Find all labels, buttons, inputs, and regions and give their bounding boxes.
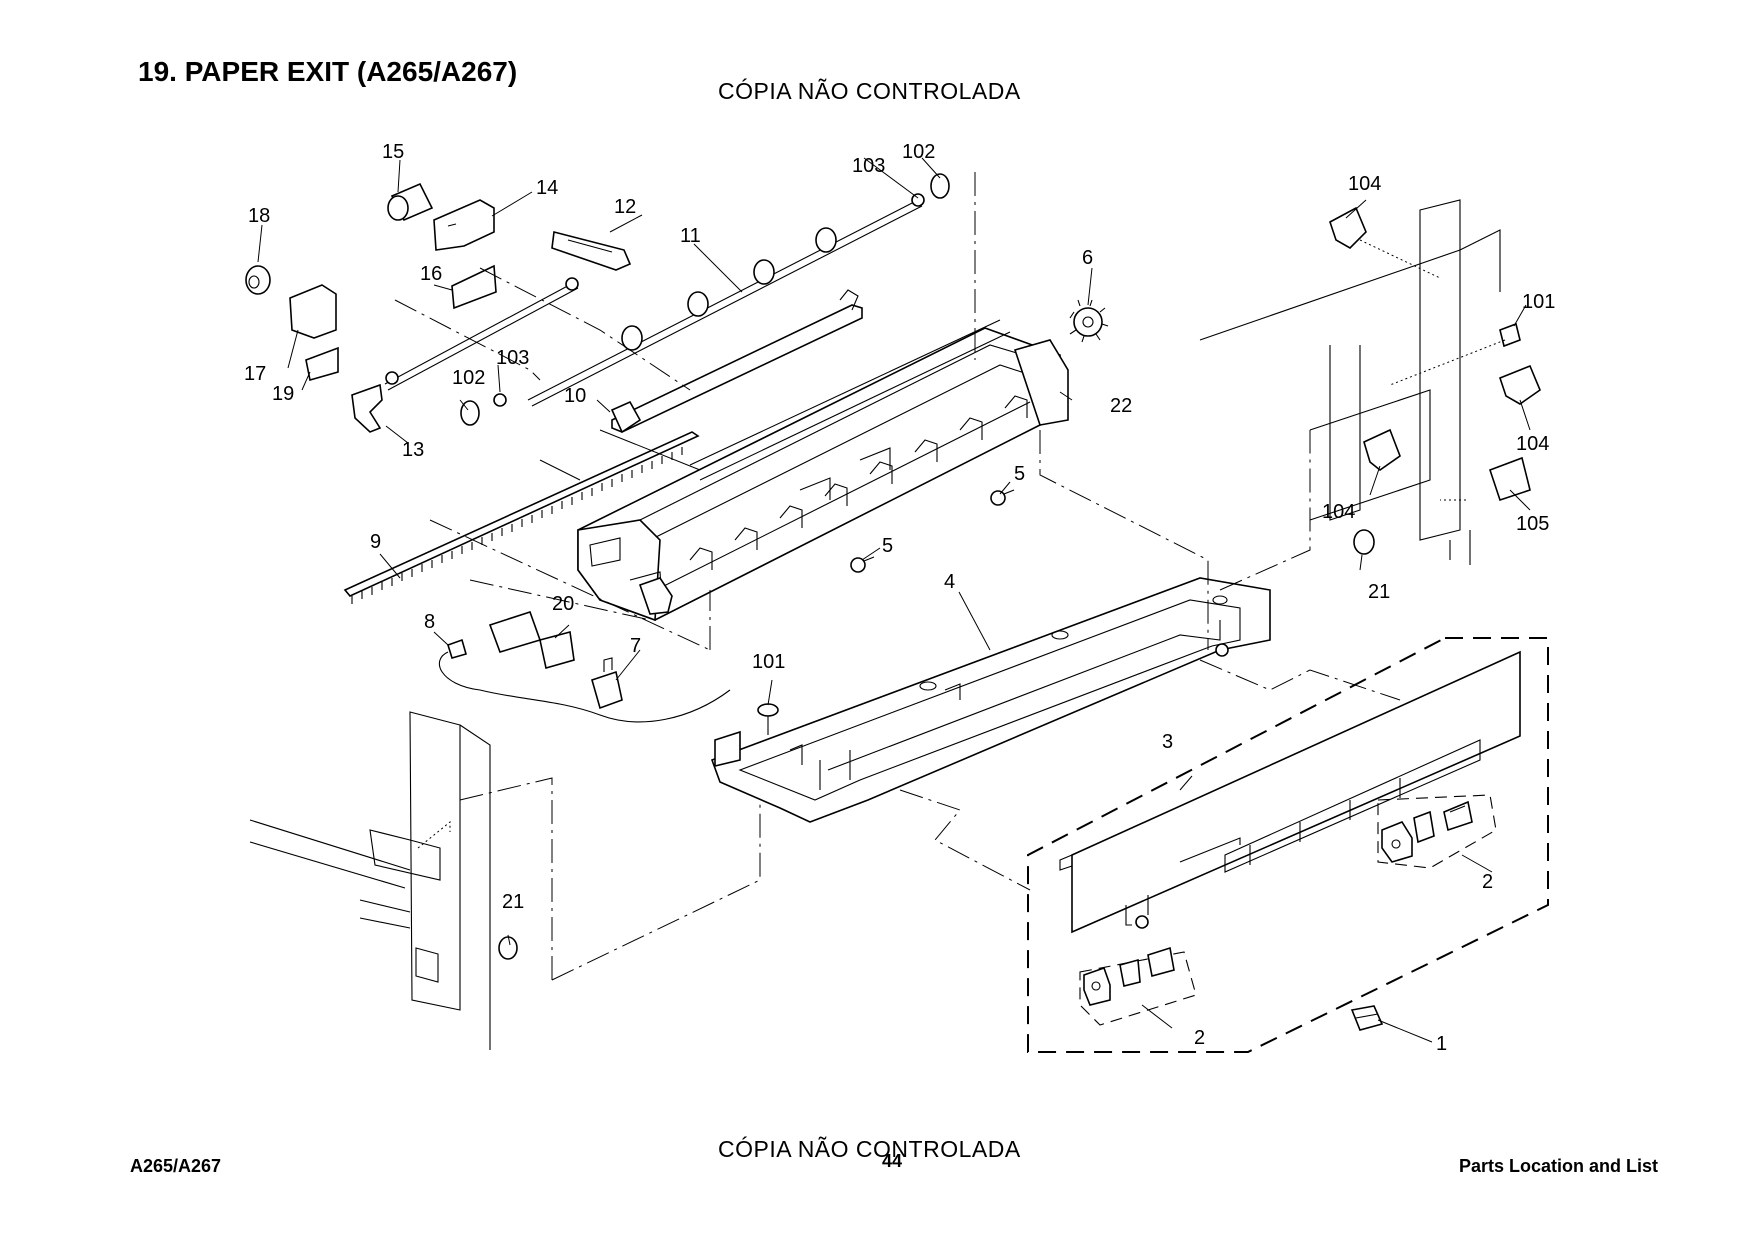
callout-3: 3 (1162, 731, 1173, 753)
reference-line (1039, 430, 1209, 650)
leader-lines (257, 157, 1531, 1043)
reference-line (459, 777, 761, 981)
callout-104: 104 (1322, 501, 1355, 523)
part-9-brush (343, 431, 700, 604)
callout-20: 20 (552, 593, 574, 615)
callout-104: 104 (1348, 173, 1381, 195)
part-6-gear (1069, 299, 1109, 343)
part-103-e-ring-upper (911, 193, 925, 207)
left-side-frame (249, 711, 491, 1050)
part-22-exit-unit (577, 319, 1069, 622)
part-14-bracket (433, 199, 495, 251)
callout-1: 1 (1436, 1033, 1447, 1055)
watermark-top: CÓPIA NÃO CONTROLADA (718, 78, 1021, 104)
callout-101: 101 (1522, 291, 1555, 313)
part-10-guide (610, 289, 863, 434)
part-15-bushing (387, 182, 434, 222)
callout-4: 4 (944, 571, 955, 593)
part-104-clip-upper (1329, 206, 1367, 249)
part-16-plate (451, 264, 497, 310)
callout-103: 103 (496, 347, 529, 369)
footer-model: A265/A267 (130, 1156, 222, 1176)
part-104-clip-middle (1363, 428, 1401, 471)
part-101-screw-lower (757, 703, 779, 735)
callout-8: 8 (424, 611, 435, 633)
part-21-roller-right (1353, 529, 1375, 555)
reference-line (1219, 430, 1311, 591)
reference-line (394, 267, 691, 391)
callout-21: 21 (1368, 581, 1390, 603)
callout-6: 6 (1082, 247, 1093, 269)
callout-5: 5 (882, 535, 893, 557)
part-1-actuator (1350, 1005, 1384, 1031)
part-3-exit-cover (1059, 650, 1521, 934)
callout-22: 22 (1110, 395, 1132, 417)
part-21-roller-left (498, 936, 518, 960)
callout-21: 21 (502, 891, 524, 913)
part-18-bushing (245, 265, 271, 295)
part-102-bushing-upper (930, 173, 950, 199)
callout-15: 15 (382, 141, 404, 163)
part-104-clip-right (1499, 364, 1541, 405)
callout-2: 2 (1482, 871, 1493, 893)
part-19-plate (305, 346, 339, 382)
callout-2: 2 (1194, 1027, 1205, 1049)
right-side-frame (1199, 199, 1501, 565)
page-number: 44 (882, 1151, 903, 1171)
part-13-lever-shaft (351, 277, 579, 433)
callout-7: 7 (630, 635, 641, 657)
callout-102: 102 (902, 141, 935, 163)
part-2-holders-left (1079, 946, 1197, 1026)
callout-17: 17 (244, 363, 266, 385)
callout-10: 10 (564, 385, 586, 407)
callout-104: 104 (1516, 433, 1549, 455)
part-5-roller-upper (990, 489, 1015, 506)
callout-12: 12 (614, 196, 636, 218)
assembly-outline-dashed (1027, 637, 1549, 1053)
callout-18: 18 (248, 205, 270, 227)
callout-5: 5 (1014, 463, 1025, 485)
callout-16: 16 (420, 263, 442, 285)
callout-13: 13 (402, 439, 424, 461)
part-101-screw-right (1499, 322, 1521, 348)
reference-line (539, 429, 701, 481)
part-4-tray-frame (710, 577, 1271, 823)
callout-102: 102 (452, 367, 485, 389)
callout-19: 19 (272, 383, 294, 405)
reference-line (429, 519, 711, 651)
part-11-exit-roller (527, 199, 923, 407)
callout-14: 14 (536, 177, 558, 199)
callout-9: 9 (370, 531, 381, 553)
part-8-harness (438, 638, 731, 723)
part-105-bracket (1488, 456, 1531, 502)
part-7-switch (591, 657, 623, 710)
reference-line (417, 239, 1506, 849)
callout-105: 105 (1516, 513, 1549, 535)
callout-11: 11 (680, 225, 701, 247)
page-title: 19. PAPER EXIT (A265/A267) (138, 56, 518, 87)
part-20-sensor (488, 610, 575, 670)
part-5-roller-lower (850, 556, 875, 573)
part-17-bracket (289, 284, 337, 339)
part-12-bracket (551, 230, 632, 271)
part-103-e-ring-lower (493, 393, 507, 407)
reference-line (899, 789, 1031, 891)
callout-103: 103 (852, 155, 885, 177)
callout-101: 101 (752, 651, 785, 673)
footer-section: Parts Location and List (1458, 1156, 1658, 1176)
part-2-holders-right (1377, 794, 1497, 869)
reference-line (1199, 659, 1401, 701)
watermark-bottom: CÓPIA NÃO CONTROLADA (718, 1136, 1021, 1162)
